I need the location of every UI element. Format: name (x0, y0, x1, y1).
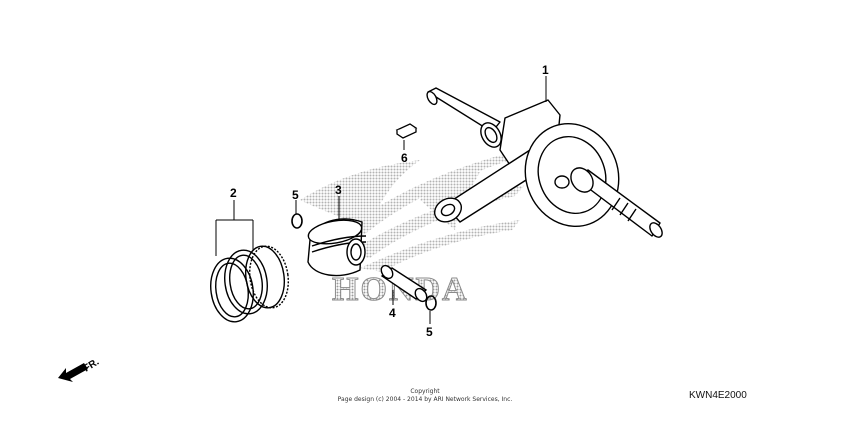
callout-piston: 3 (335, 183, 342, 197)
piston-pin[interactable] (379, 263, 429, 303)
callout-piston-rings: 2 (230, 186, 237, 200)
honda-wing-watermark (300, 150, 525, 272)
copyright-title: Copyright (410, 388, 440, 395)
piston[interactable] (307, 216, 367, 277)
front-direction-arrow-icon (58, 363, 88, 382)
woodruff-key[interactable] (395, 123, 418, 139)
callout-piston-pin: 4 (389, 306, 396, 320)
crankshaft[interactable] (425, 87, 665, 240)
diagram-code: KWN4E2000 (689, 390, 747, 401)
piston-pin-clip-upper[interactable] (291, 213, 303, 229)
callout-crankshaft: 1 (542, 63, 549, 77)
front-direction-label: FR. (82, 357, 102, 375)
callout-clip-lower: 5 (426, 325, 433, 339)
callout-clip-upper: 5 (292, 188, 299, 202)
leader-lines (215, 76, 547, 324)
callout-woodruff-key: 6 (401, 151, 408, 165)
piston-pin-clip-lower[interactable] (425, 295, 437, 311)
piston-rings[interactable] (207, 244, 292, 325)
copyright-notice: Page design (c) 2004 - 2014 by ARI Netwo… (337, 396, 513, 403)
